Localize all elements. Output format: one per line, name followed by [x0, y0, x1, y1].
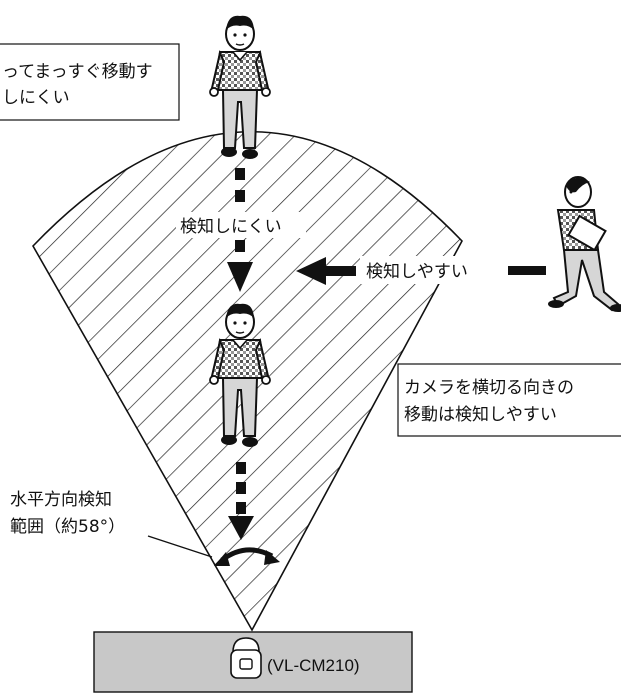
- range-label-line1: 水平方向検知: [10, 490, 112, 510]
- label-easy: 検知しやすい: [366, 262, 468, 282]
- range-label-line2: 範囲（約58°）: [10, 517, 125, 537]
- top-callout-line2: しにくい: [2, 88, 70, 108]
- top-callout-line1: ってまっすぐ移動す: [2, 62, 153, 82]
- label-hard: 検知しにくい: [180, 217, 282, 237]
- right-callout: カメラを横切る向きの 移動は検知しやすい: [397, 363, 621, 437]
- approach-arrow-lower: [228, 462, 254, 540]
- camera-model: (VL-CM210): [267, 656, 360, 675]
- angle-arc-arrow: [214, 547, 280, 566]
- label-easy-bg: [360, 256, 504, 284]
- person-crossing: [547, 176, 621, 313]
- right-callout-line2: 移動は検知しやすい: [404, 405, 557, 425]
- top-callout: ってまっすぐ移動す しにくい: [0, 43, 180, 121]
- crossing-arrow: [296, 257, 546, 285]
- approach-arrow-upper: [227, 168, 253, 292]
- label-hard-bg: [176, 212, 306, 238]
- camera-unit: (VL-CM210): [93, 631, 413, 693]
- right-callout-line1: カメラを横切る向きの: [404, 378, 574, 398]
- range-label: 水平方向検知 範囲（約58°）: [10, 490, 213, 558]
- camera-icon: [230, 637, 262, 679]
